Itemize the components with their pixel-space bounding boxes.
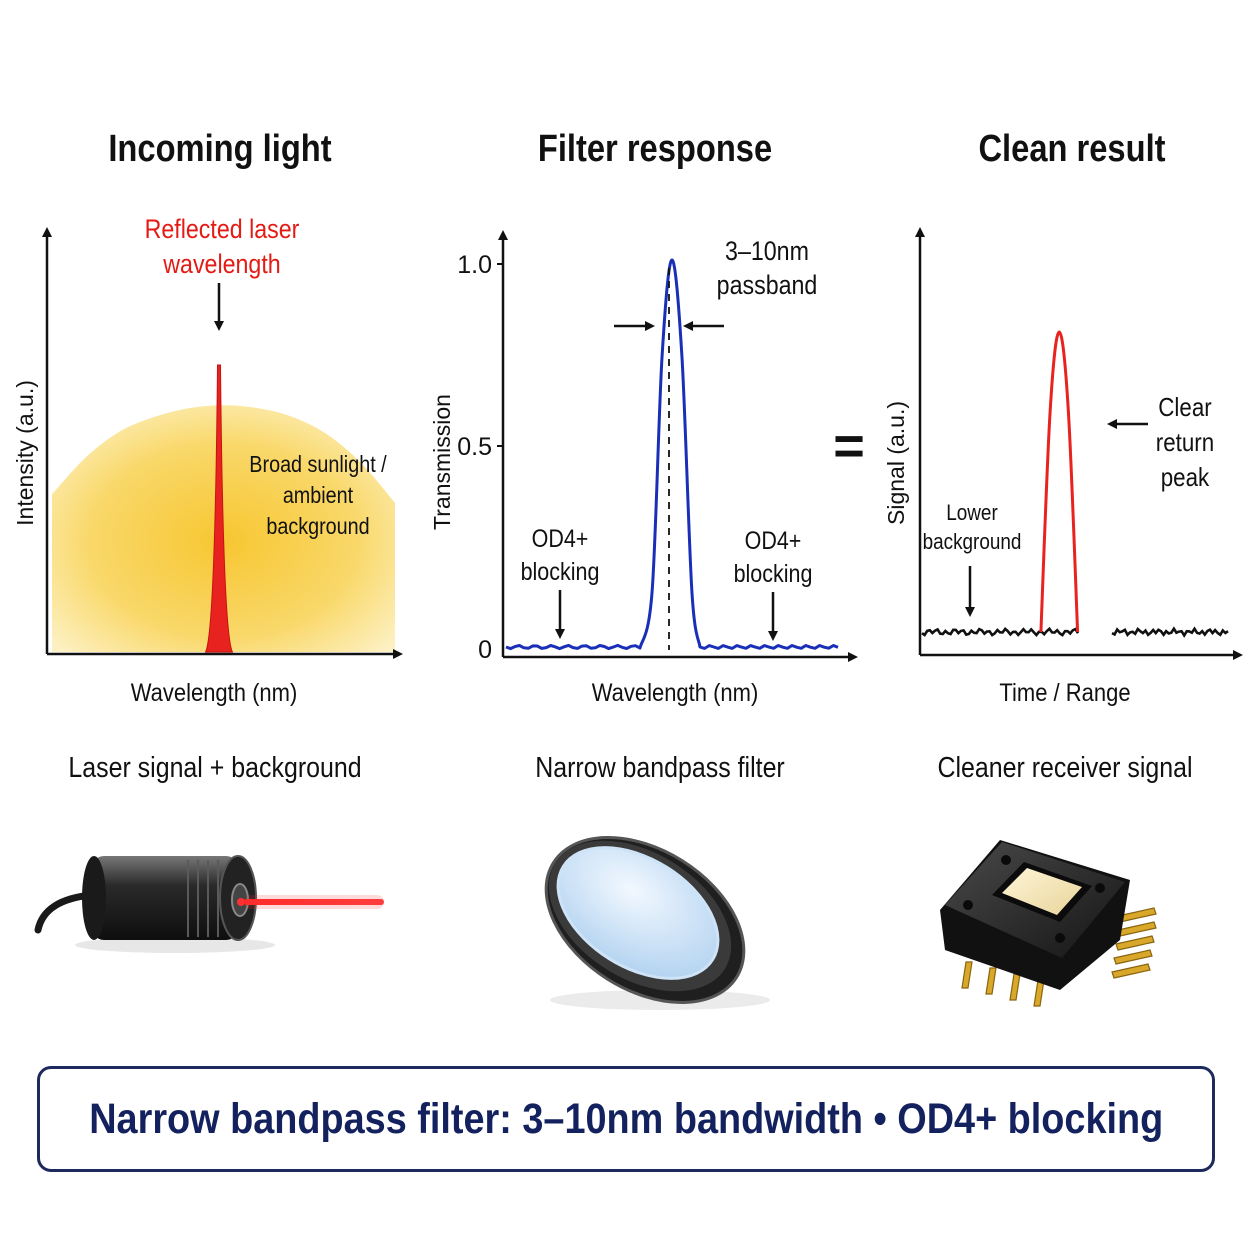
optical-filter-illustration [544, 836, 770, 1010]
panel-1-chart: Intensity (a.u.) Wavelength (nm) Reflect… [12, 214, 403, 707]
passband-annotation-line-1: 3–10nm [725, 236, 809, 266]
y-axis-label: Transmission [429, 394, 455, 530]
y-tick-label-0: 0 [478, 636, 492, 664]
footer-box [37, 1066, 1215, 1172]
y-axis-label: Signal (a.u.) [883, 401, 909, 525]
panel-3-chart: Signal (a.u.) Time / Range Clear return … [883, 227, 1243, 707]
filter-glass [556, 846, 720, 980]
laser-annotation-line-2: wavelength [162, 249, 280, 279]
laser-module-illustration [34, 855, 384, 953]
peak-annotation: Clear return peak [1107, 393, 1214, 492]
panel-3-title: Clean result [978, 128, 1166, 170]
laser-annotation-line-1: Reflected laser [145, 214, 300, 244]
peak-annotation-line-1: Clear [1158, 393, 1211, 422]
panel-2-caption: Narrow bandpass filter [535, 752, 785, 784]
blocking-right-line-2: blocking [734, 559, 813, 587]
y-axis-label: Intensity (a.u.) [12, 380, 38, 526]
blocking-annotation-left: OD4+ blocking [521, 524, 600, 639]
peak-annotation-line-3: peak [1161, 463, 1210, 492]
chip-screw-4 [1055, 933, 1065, 943]
y-tick-label-1.0: 1.0 [457, 251, 492, 279]
chip-screw-2 [1001, 855, 1011, 865]
blocking-right-line-1: OD4+ [745, 526, 802, 554]
background-annotation: Broad sunlight / ambient background [249, 452, 386, 540]
panel-2-chart: 1.0 0.5 0 Transmission Wavelength (nm) 3… [429, 230, 858, 707]
x-axis-label: Time / Range [999, 679, 1130, 707]
x-axis-label: Wavelength (nm) [131, 679, 298, 707]
passband-annotation: 3–10nm passband [614, 236, 818, 331]
laser-emitter [237, 898, 245, 906]
blocking-annotation-right: OD4+ blocking [734, 526, 813, 641]
lower-background-annotation: Lower background [923, 501, 1022, 617]
panel-2-title: Filter response [537, 128, 773, 170]
footer-banner: Narrow bandpass filter: 3–10nm bandwidth… [37, 1066, 1215, 1172]
passband-annotation-line-2: passband [717, 270, 818, 300]
return-peak [1039, 330, 1080, 633]
laser-fins [187, 860, 219, 937]
blocking-left-line-1: OD4+ [532, 524, 589, 552]
laser-shadow [75, 937, 275, 953]
laser-spike [204, 364, 234, 653]
blocking-left-line-2: blocking [521, 557, 600, 585]
chip-screw-1 [963, 900, 973, 910]
footer-text: Narrow bandpass filter: 3–10nm bandwidth… [88, 1094, 1164, 1143]
background-annotation-line-3: background [266, 514, 369, 540]
laser-barrel [92, 856, 238, 940]
laser-beam [244, 899, 384, 905]
x-axis-label: Wavelength (nm) [592, 679, 759, 707]
transmission-curve [505, 258, 839, 651]
panel-1-caption: Laser signal + background [68, 752, 362, 784]
panel-3-caption: Cleaner receiver signal [937, 752, 1193, 784]
equals-sign: = [833, 416, 865, 476]
background-noise-trace [921, 626, 1229, 638]
chip-screw-3 [1095, 883, 1105, 893]
chip-sensor-window [1002, 868, 1082, 915]
background-annotation-line-2: ambient [283, 483, 353, 509]
lower-background-line-1: Lower [946, 501, 998, 526]
laser-back-cap [82, 856, 106, 940]
y-tick-label-0.5: 0.5 [457, 433, 492, 461]
laser-beam-glow [244, 895, 384, 909]
laser-annotation: Reflected laser wavelength [145, 214, 300, 331]
peak-annotation-line-2: return [1156, 428, 1214, 457]
lower-background-line-2: background [923, 530, 1022, 555]
panel-1-title: Incoming light [108, 128, 332, 170]
receiver-chip-illustration [940, 840, 1157, 1007]
background-annotation-line-1: Broad sunlight / [249, 452, 386, 478]
